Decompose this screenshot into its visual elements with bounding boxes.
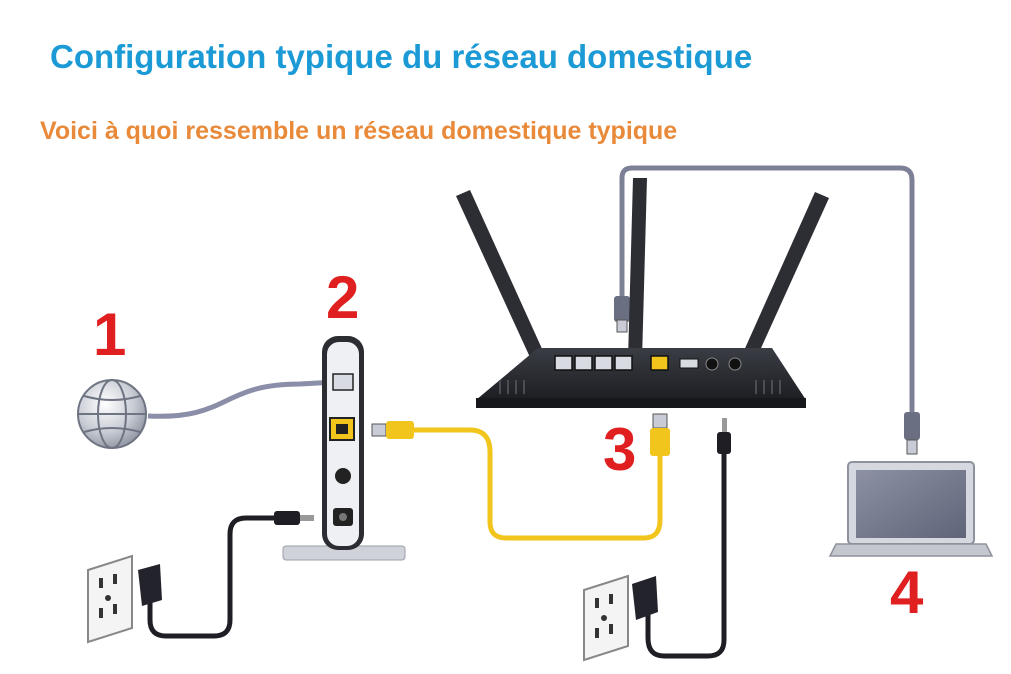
router-side-connector bbox=[650, 413, 670, 456]
router-power-jack bbox=[728, 357, 742, 371]
label-laptop: 4 bbox=[890, 559, 924, 626]
label-router: 3 bbox=[603, 416, 636, 483]
router-power-button bbox=[705, 357, 719, 371]
router-usb-port bbox=[679, 358, 699, 369]
page-subtitle: Voici à quoi ressemble un réseau domesti… bbox=[40, 117, 678, 145]
laptop bbox=[828, 461, 994, 557]
modem bbox=[282, 336, 406, 561]
router-wan-port bbox=[650, 355, 669, 371]
router bbox=[476, 348, 806, 408]
internet-modem-cable bbox=[147, 379, 337, 419]
router-lan-ports bbox=[554, 355, 633, 371]
router-power-cable bbox=[645, 452, 727, 659]
modem-power-plug bbox=[274, 511, 314, 525]
page-title: Configuration typique du réseau domestiq… bbox=[50, 38, 753, 75]
router-antenna-middle bbox=[628, 178, 647, 360]
modem-side-connector bbox=[371, 421, 414, 439]
label-modem: 2 bbox=[326, 264, 359, 331]
router-antenna-left bbox=[456, 190, 548, 366]
wall-outlet-right-icon bbox=[583, 574, 658, 662]
router-laptop-cable bbox=[619, 165, 915, 420]
router-power-plug bbox=[717, 418, 731, 454]
modem-power-button bbox=[335, 468, 351, 484]
label-internet: 1 bbox=[93, 301, 126, 368]
laptop-rj45-connector bbox=[904, 412, 920, 455]
wall-outlet-left-icon bbox=[87, 554, 162, 644]
router-top-rj45-connector bbox=[614, 296, 630, 333]
router-antenna-right bbox=[738, 192, 829, 368]
modem-power-cable bbox=[147, 515, 300, 639]
modem-router-ethernet-cable bbox=[412, 427, 663, 541]
internet-globe-icon bbox=[77, 379, 147, 449]
modem-phone-port bbox=[332, 373, 354, 391]
